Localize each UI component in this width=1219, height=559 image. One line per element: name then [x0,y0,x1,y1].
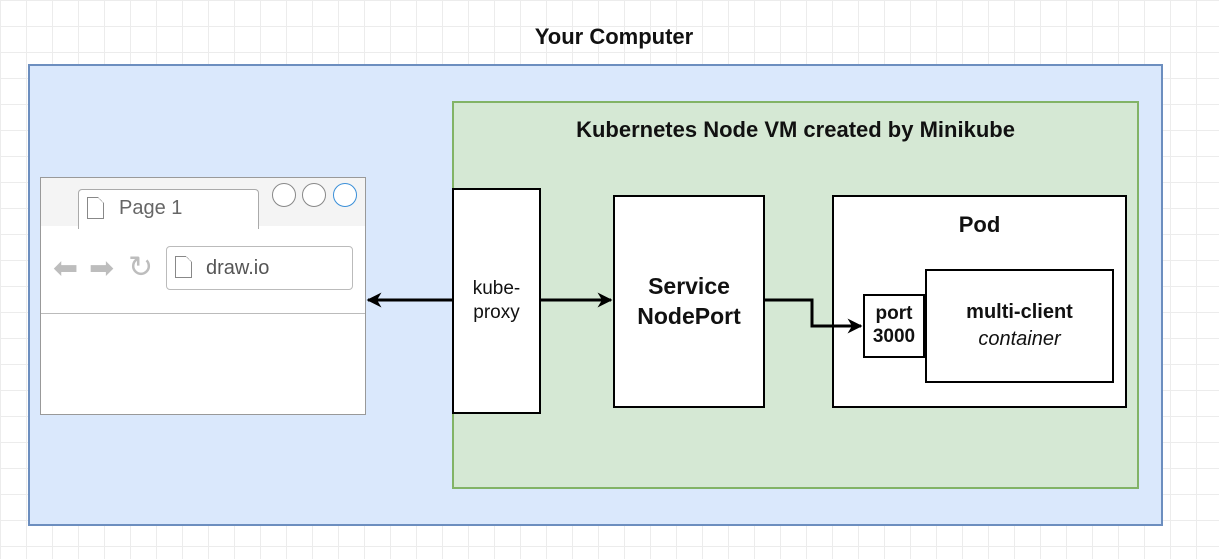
back-arrow-icon: ⬅ [53,251,79,286]
reload-icon: ↻ [128,250,154,285]
container-box: multi-client container [925,269,1114,383]
page-icon [87,197,104,219]
address-text: draw.io [206,257,270,279]
address-bar [166,246,353,290]
service-label-line1: Service [648,272,730,299]
port-box: port 3000 [863,294,925,358]
container-kind: container [978,328,1061,350]
service-label-line2: NodePort [637,302,741,329]
page-icon [175,256,192,278]
pod-title: Pod [958,212,1001,237]
service-nodeport-box: Service NodePort [613,195,765,408]
window-button-icon [272,183,296,207]
container-name: multi-client [966,301,1073,323]
kube-proxy-label-line2: proxy [473,302,520,323]
port-label-line2: 3000 [872,326,916,347]
kube-proxy-label-line1: kube- [472,278,521,300]
browser-tab [78,189,259,229]
computer-title: Your Computer [534,24,694,49]
vm-title: Kubernetes Node VM created by Minikube [576,117,1015,142]
browser-tab-label: Page 1 [119,197,183,219]
browser-divider [41,313,365,314]
kube-proxy-box: kube- proxy [452,188,541,414]
window-button-icon [302,183,326,207]
port-label-line1: port [875,303,913,325]
window-button-icon [333,183,357,207]
service-port-arrow [765,298,863,334]
forward-arrow-icon: ➡ [89,251,115,286]
